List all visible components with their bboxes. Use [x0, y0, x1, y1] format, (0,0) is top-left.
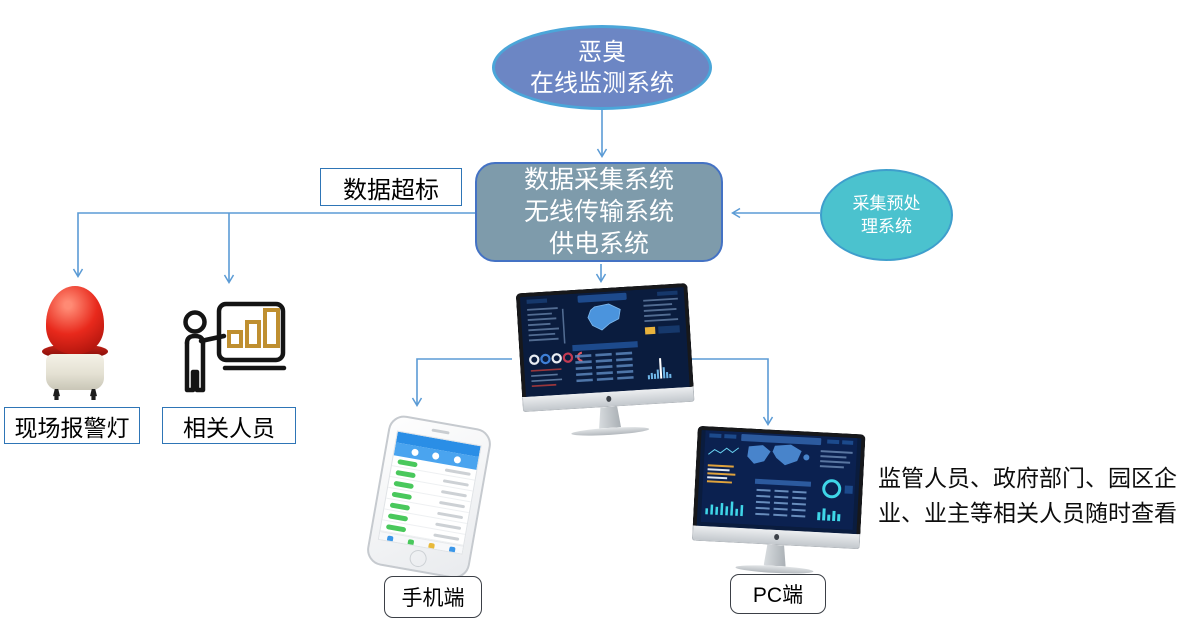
- dashboard-right-stats: [643, 297, 680, 380]
- alarm-light-image: [42, 286, 108, 400]
- preprocessing-system-ellipse: 采集预处 理系统: [820, 169, 953, 261]
- pc-dashboard-worldmap: [747, 444, 810, 466]
- caption-personnel-label: 相关人员: [183, 414, 275, 441]
- alarm-light-base: [46, 354, 104, 390]
- viewers-note: 监管人员、政府部门、园区企业、业主等相关人员随时查看: [878, 461, 1181, 531]
- monitor-stand: [598, 406, 621, 428]
- main-box-line3: 供电系统: [548, 230, 649, 258]
- caption-pc-label: PC端: [752, 584, 804, 607]
- preprocess-line1: 采集预处: [852, 194, 921, 213]
- monitor-stand: [764, 544, 787, 566]
- dashboard-gauge-rings: [529, 351, 583, 365]
- caption-mobile: 手机端: [384, 576, 482, 618]
- person-arm: [198, 333, 227, 344]
- caption-personnel: 相关人员: [162, 407, 296, 444]
- alarm-light-dome: [46, 286, 104, 354]
- main-box-line1: 数据采集系统: [523, 166, 674, 194]
- person-head: [183, 310, 207, 334]
- apple-logo-icon: [605, 395, 611, 403]
- caption-alarm-light-label: 现场报警灯: [14, 414, 130, 441]
- pc-dashboard-screen: [692, 425, 866, 535]
- connector-monitor-to-pc: [689, 358, 774, 426]
- chart-bar-small: [227, 330, 243, 348]
- data-exceed-label: 数据超标: [343, 176, 439, 204]
- preprocess-line2: 理系统: [861, 217, 912, 236]
- connector-monitor-to-mobile: [411, 358, 512, 407]
- dashboard-left-rows: [530, 368, 563, 388]
- odor-system-line2: 在线监测系统: [530, 69, 674, 97]
- pc-dashboard-header: [709, 433, 854, 446]
- odor-system-line1: 恶臭: [578, 38, 626, 66]
- phone-home-button: [408, 548, 428, 569]
- caption-alarm-light: 现场报警灯: [4, 407, 140, 444]
- dashboard-table: [572, 341, 638, 383]
- central-dashboard-screen: [515, 282, 694, 398]
- chart-bar-large: [263, 308, 280, 348]
- data-collection-system-box: 数据采集系统 无线传输系统 供电系统: [475, 162, 723, 262]
- viewers-note-line1: 监管人员、政府部门、园区企: [878, 465, 1177, 491]
- pc-dashboard-left-panel: [705, 447, 744, 517]
- dashboard-left-stats: [527, 307, 566, 344]
- chart-bar-medium: [245, 320, 261, 348]
- phone-screen: [377, 430, 482, 555]
- pc-dashboard-monitor-image: [690, 425, 866, 578]
- dashboard-map: [587, 303, 621, 331]
- apple-logo-icon: [773, 533, 779, 541]
- central-dashboard-monitor-image: [515, 282, 697, 440]
- data-exceed-label-box: 数据超标: [320, 168, 462, 206]
- odor-monitoring-system-ellipse: 恶臭 在线监测系统: [492, 25, 712, 110]
- presenter-icon: [183, 301, 287, 393]
- main-box-line2: 无线传输系统: [523, 198, 674, 226]
- pc-dashboard-table: [754, 478, 812, 518]
- connector-box-to-alarm: [72, 212, 476, 278]
- caption-pc: PC端: [730, 574, 826, 614]
- smartphone-image: [364, 413, 494, 581]
- alarm-light-foot: [53, 389, 60, 400]
- alarm-light-foot: [90, 389, 97, 400]
- pc-dashboard-right-panel: [817, 450, 853, 522]
- whiteboard: [216, 301, 286, 363]
- phone-speaker: [431, 428, 450, 435]
- dashboard-header: [526, 290, 678, 304]
- person-body: [184, 340, 206, 393]
- viewers-note-line2: 业、业主等相关人员随时查看: [878, 500, 1177, 526]
- caption-mobile-label: 手机端: [401, 587, 465, 610]
